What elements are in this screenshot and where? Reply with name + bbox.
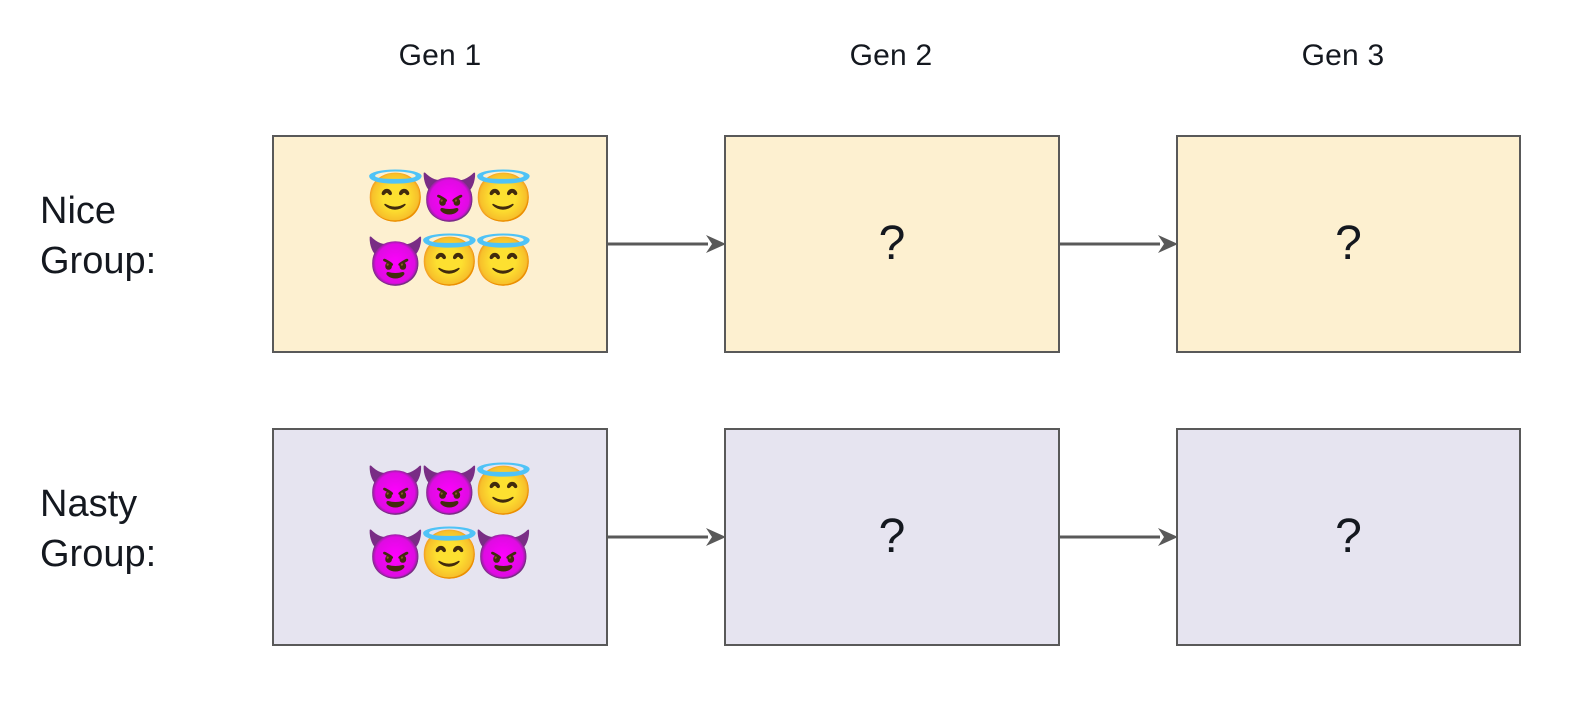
angel-emoji: 😇	[419, 529, 480, 582]
row-label-nice: Nice Group:	[40, 186, 265, 286]
row-label-nasty-line2: Group:	[40, 533, 157, 575]
arrow-right-icon	[1060, 232, 1178, 256]
column-header-gen1: Gen 1	[398, 39, 482, 72]
cell-nice-gen3: ?	[1176, 135, 1521, 353]
devil-emoji: 😈	[419, 465, 480, 518]
angel-emoji: 😇	[473, 465, 534, 518]
column-header-gen2: Gen 2	[849, 39, 933, 72]
unknown-question-mark: ?	[1335, 217, 1362, 270]
angel-emoji: 😇	[473, 172, 534, 225]
cell-nice-gen1: 😇 😈 😇 😈 😇 😇	[272, 135, 608, 353]
unknown-question-mark: ?	[1335, 510, 1362, 563]
cell-nasty-gen3: ?	[1176, 428, 1521, 646]
devil-emoji: 😈	[419, 172, 480, 225]
row-label-nice-line2: Group:	[40, 240, 157, 282]
devil-emoji: 😈	[365, 236, 426, 289]
devil-emoji: 😈	[473, 529, 534, 582]
arrow-right-icon	[1060, 525, 1178, 549]
devil-emoji: 😈	[365, 465, 426, 518]
row-label-nasty: Nasty Group:	[40, 479, 265, 579]
population-grid-nice-gen1: 😇 😈 😇 😈 😇 😇	[365, 167, 534, 295]
unknown-question-mark: ?	[878, 217, 906, 270]
population-grid-nasty-gen1: 😈 😈 😇 😈 😇 😈	[365, 460, 534, 588]
unknown-question-mark: ?	[878, 510, 906, 563]
row-label-nice-line1: Nice	[40, 190, 117, 232]
column-header-gen3: Gen 3	[1301, 39, 1385, 72]
devil-emoji: 😈	[365, 529, 426, 582]
cell-nice-gen2: ?	[724, 135, 1060, 353]
angel-emoji: 😇	[365, 172, 426, 225]
angel-emoji: 😇	[473, 236, 534, 289]
arrow-right-icon	[608, 232, 726, 256]
cell-nasty-gen1: 😈 😈 😇 😈 😇 😈	[272, 428, 608, 646]
arrow-right-icon	[608, 525, 726, 549]
row-label-nasty-line1: Nasty	[40, 483, 138, 525]
cell-nasty-gen2: ?	[724, 428, 1060, 646]
angel-emoji: 😇	[419, 236, 480, 289]
